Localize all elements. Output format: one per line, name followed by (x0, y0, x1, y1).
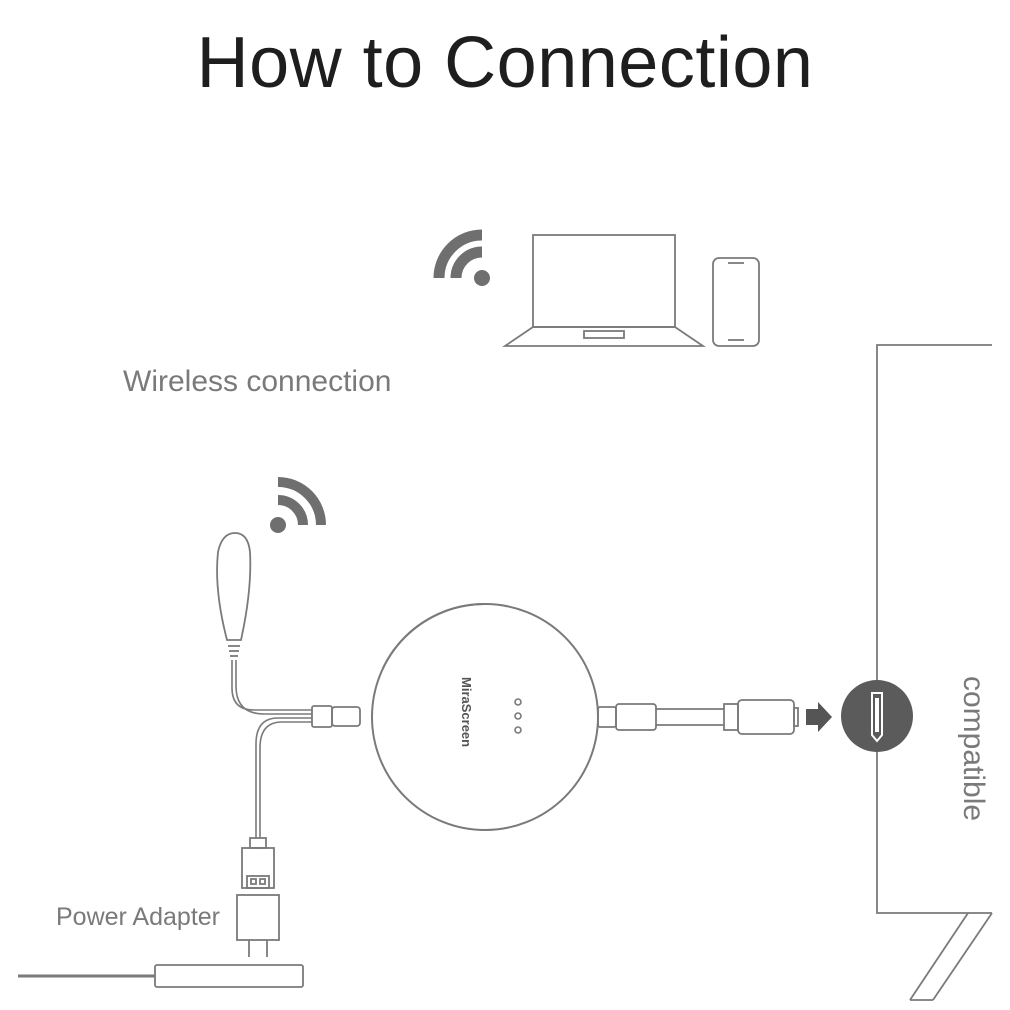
laptop-icon (502, 234, 706, 347)
power-adapter-icon (236, 894, 280, 957)
power-adapter-label: Power Adapter (56, 903, 220, 931)
power-strip (18, 964, 304, 988)
usb-plug (241, 837, 275, 889)
hdmi-cable (597, 699, 799, 735)
page-title: How to Connection (196, 23, 814, 103)
wifi-icon-antenna (270, 477, 326, 533)
mirascreen-device: MiraScreen (371, 602, 599, 831)
wifi-icon-top (433, 229, 490, 286)
antenna-cable (231, 660, 312, 715)
device-led-2 (514, 712, 522, 720)
micro-usb-connector (311, 705, 361, 728)
device-brand-text: MiraScreen (459, 677, 474, 747)
wifi-antenna (216, 532, 252, 657)
wireless-connection-label: Wireless connection (123, 365, 392, 398)
device-led-3 (514, 726, 522, 734)
smartphone-icon (712, 257, 760, 347)
hdmi-port-icon (841, 680, 913, 752)
tv-outline (876, 344, 993, 1001)
power-cable (255, 717, 312, 838)
device-led-1 (514, 698, 522, 706)
arrow-right-icon (806, 702, 832, 732)
